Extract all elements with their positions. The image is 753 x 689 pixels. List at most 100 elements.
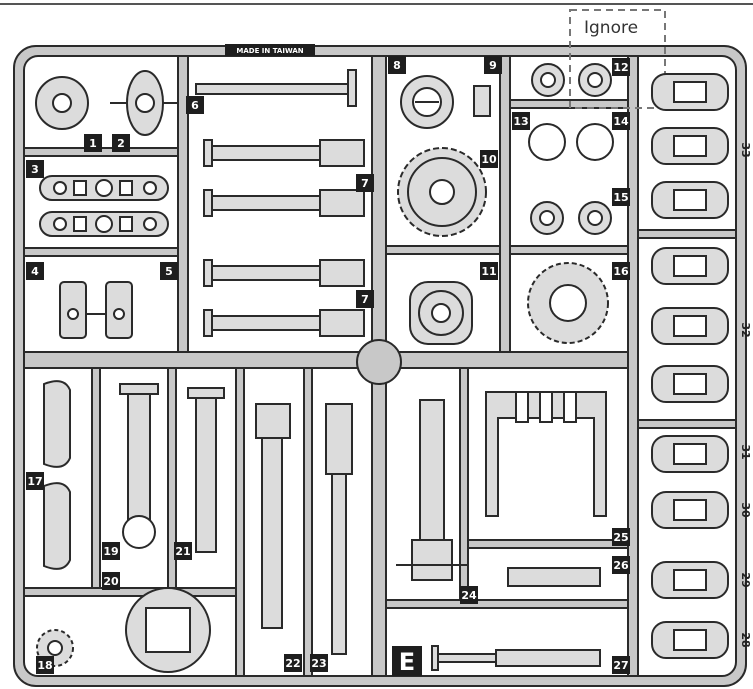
part-tag-bg [26, 472, 44, 490]
part-tag-bg [174, 542, 192, 560]
part-tag-bg [84, 134, 102, 152]
part-tag-bg [310, 654, 328, 672]
part-tag-bg [356, 290, 374, 308]
part-number-7: 7 [361, 177, 369, 190]
side-number-29: 29 [739, 572, 752, 587]
part-15 [530, 201, 612, 235]
part-2 [110, 70, 178, 136]
part-4 [59, 281, 87, 339]
part-number-15: 15 [613, 191, 628, 204]
part-9 [473, 85, 491, 117]
part-19 [119, 383, 159, 549]
part-tag-bg [512, 112, 530, 130]
part-number-26: 26 [613, 559, 629, 572]
part-number-17: 17 [27, 475, 42, 488]
part-number-22: 22 [285, 657, 300, 670]
part-12 [531, 63, 612, 97]
part-number-19: 19 [103, 545, 118, 558]
side-number-28: 28 [739, 632, 752, 647]
part-1 [35, 76, 89, 130]
part-27 [431, 645, 601, 671]
part-10 [397, 147, 487, 237]
part-number-14: 14 [613, 115, 629, 128]
part-tag-bg [26, 160, 44, 178]
side-number-31: 31 [739, 444, 752, 459]
side-number-30: 30 [739, 502, 752, 518]
part-14 [576, 123, 614, 161]
part-number-11: 11 [481, 265, 496, 278]
part-number-2: 2 [117, 137, 125, 150]
part-tag-bg [160, 262, 178, 280]
part-tag-bg [356, 174, 374, 192]
part-tag-bg [112, 134, 130, 152]
part-number-4: 4 [31, 265, 39, 278]
part-7-upper [203, 139, 365, 217]
part-tag-bg [480, 150, 498, 168]
part-number-6: 6 [191, 99, 199, 112]
part-3 [39, 175, 169, 237]
part-25 [485, 391, 607, 517]
part-11 [409, 281, 473, 345]
side-number-32: 32 [739, 322, 752, 337]
part-number-16: 16 [613, 265, 629, 278]
part-number-20: 20 [103, 575, 119, 588]
part-tag-bg [186, 96, 204, 114]
part-8 [400, 75, 454, 129]
part-number-25: 25 [613, 531, 628, 544]
part-number-7: 7 [361, 293, 369, 306]
part-13 [528, 123, 566, 161]
part-tag-bg [26, 262, 44, 280]
part-number-5: 5 [165, 265, 173, 278]
part-number-18: 18 [37, 659, 52, 672]
ignore-box [569, 9, 666, 109]
part-number-23: 23 [311, 657, 326, 670]
part-number-27: 27 [613, 659, 628, 672]
part-number-1: 1 [89, 137, 97, 150]
part-tag-bg [460, 586, 478, 604]
part-number-10: 10 [481, 153, 497, 166]
part-number-12: 12 [613, 61, 628, 74]
sprue-letter: E [399, 648, 415, 676]
gear-wheel-part [527, 262, 609, 344]
part-tag-bg [612, 656, 630, 674]
sprue-letter-tag [392, 646, 422, 676]
part-21 [187, 387, 225, 553]
part-26 [507, 567, 601, 587]
part-number-9: 9 [489, 59, 497, 72]
part-tag-bg [388, 56, 406, 74]
part-number-8: 8 [393, 59, 401, 72]
ignore-label-bg [572, 12, 662, 40]
part-tag-bg [484, 56, 502, 74]
right-capsules [651, 73, 729, 659]
part-number-3: 3 [31, 163, 39, 176]
part-tag-bg [284, 654, 302, 672]
made-in-text: MADE IN TAIWAN [236, 47, 303, 55]
part-tag-bg [480, 262, 498, 280]
part-17 [43, 380, 71, 570]
part-tag-bg [612, 112, 630, 130]
part-5 [86, 281, 133, 339]
part-number-24: 24 [461, 589, 477, 602]
part-tag-bg [612, 528, 630, 546]
side-number-33: 33 [739, 142, 752, 157]
part-tag-bg [612, 58, 630, 76]
part-tag-bg [102, 542, 120, 560]
part-7-lower [203, 259, 365, 337]
part-23 [325, 403, 353, 655]
made-in-plate [225, 44, 315, 56]
part-24 [396, 399, 468, 581]
part-tag-bg [102, 572, 120, 590]
part-tag-bg [36, 656, 54, 674]
part-number-13: 13 [513, 115, 528, 128]
part-tag-bg [612, 188, 630, 206]
part-number-21: 21 [175, 545, 190, 558]
side-number-tags: 33 32 31 30 29 28 [739, 142, 752, 647]
part-tag-bg [612, 556, 630, 574]
part-20 [125, 587, 211, 673]
ignore-label: Ignore [584, 18, 638, 38]
part-6 [195, 69, 357, 107]
part-22 [255, 403, 291, 629]
